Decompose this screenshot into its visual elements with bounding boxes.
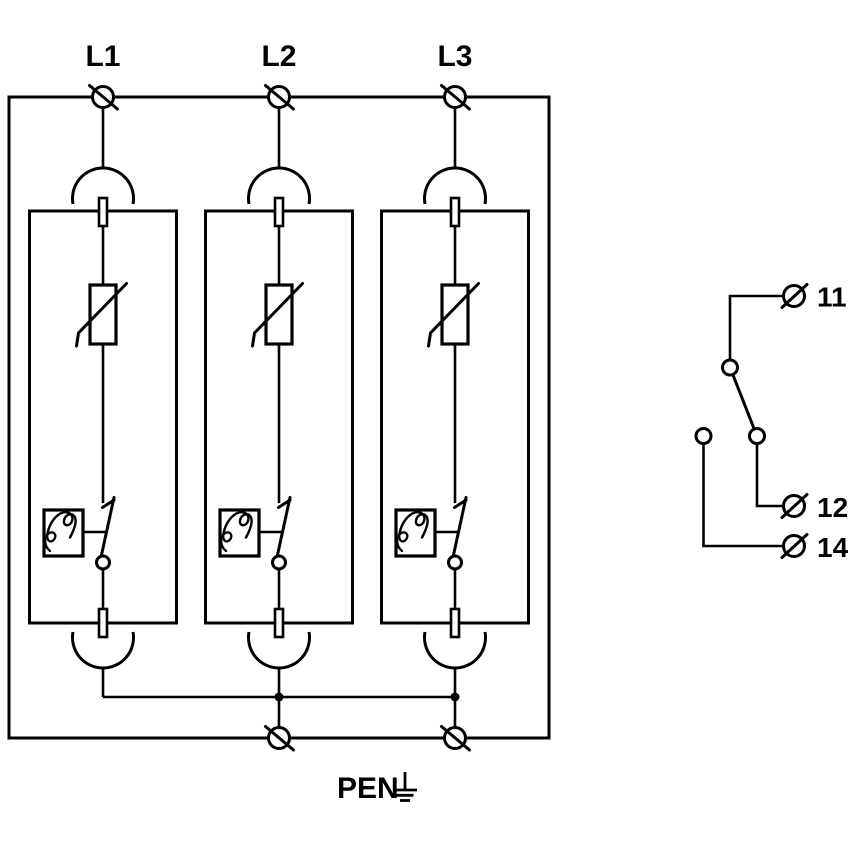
terminal-label-11: 11 <box>817 282 847 313</box>
pen-label: PEN <box>337 772 399 805</box>
contact-wire-11 <box>728 294 784 360</box>
phase-label-l2: L2 <box>261 40 296 73</box>
contact-wire-12 <box>755 443 784 508</box>
phase-label-l1: L1 <box>85 40 120 73</box>
terminal-label-14: 14 <box>817 532 849 563</box>
contact-blade <box>731 373 756 430</box>
contact-pivot-icon <box>721 358 739 377</box>
remote-signalling-contact: 11 12 14 <box>694 282 849 563</box>
earth-icon <box>393 772 417 802</box>
contact-wire-14 <box>702 443 784 548</box>
contact-point-14-icon <box>694 427 713 445</box>
phase-label-l3: L3 <box>437 40 472 73</box>
terminal-label-12: 12 <box>817 492 848 523</box>
contact-point-12-icon <box>748 427 766 445</box>
